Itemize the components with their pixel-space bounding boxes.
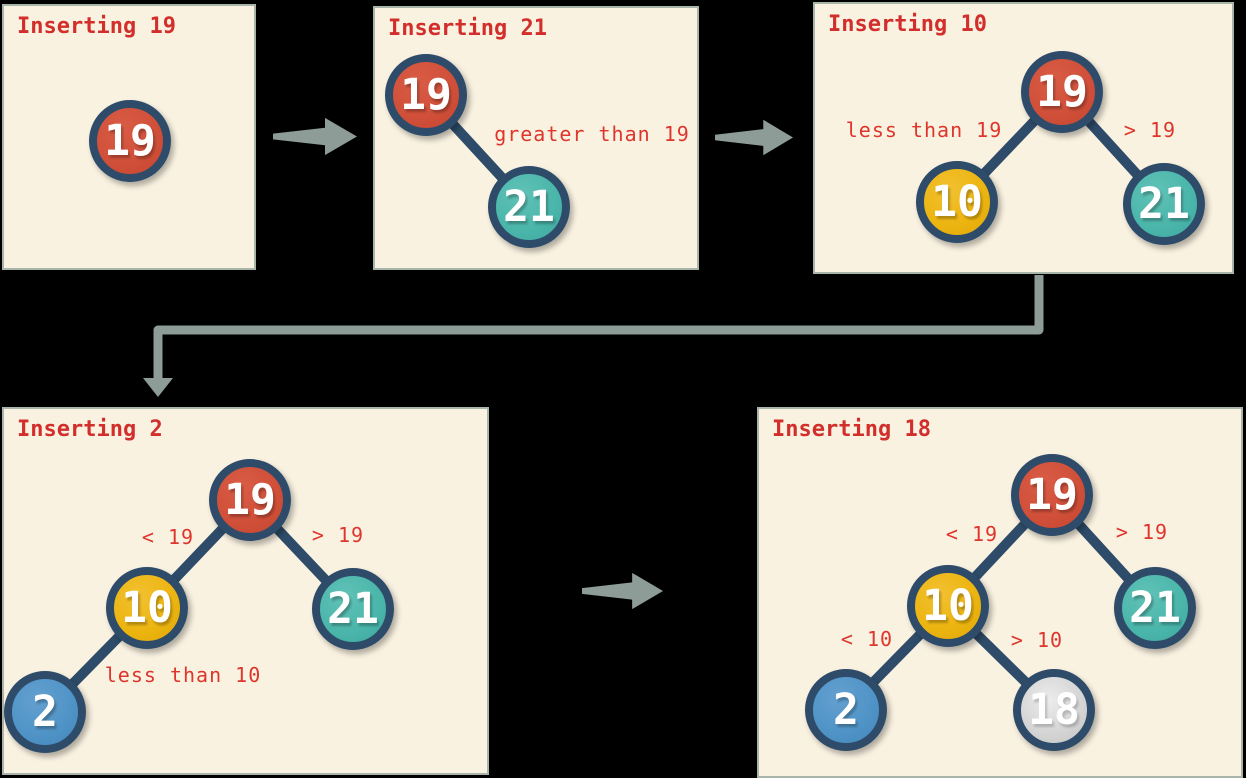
edge-label: less than 19 <box>845 118 1003 142</box>
tree-node-2: 2 <box>4 671 86 753</box>
edge-label: > 19 <box>1115 520 1169 544</box>
panel-inserting-10: Inserting 10 19 10 21 less than 19 > 19 <box>813 2 1234 274</box>
edge-label: less than 10 <box>104 663 262 687</box>
edge-label: < 19 <box>141 525 195 549</box>
block-arrow-right-icon <box>582 572 663 610</box>
tree-node-value: 19 <box>400 69 452 120</box>
tree-node-19: 19 <box>89 100 171 182</box>
edge-label: > 19 <box>1123 118 1177 142</box>
tree-node-21: 21 <box>488 166 570 248</box>
tree-node-21: 21 <box>1123 163 1205 245</box>
tree-node-value: 10 <box>121 582 173 633</box>
edge-label: > 10 <box>1010 628 1064 652</box>
tree-node-value: 18 <box>1028 684 1080 735</box>
panel-title: Inserting 18 <box>772 417 931 442</box>
tree-node-21: 21 <box>1114 567 1196 649</box>
tree-node-10: 10 <box>907 565 989 647</box>
tree-node-value: 21 <box>1129 582 1181 633</box>
tree-node-2: 2 <box>805 669 887 751</box>
panel-inserting-2: Inserting 2 19 10 21 2 < 19 > 19 less th… <box>2 407 489 775</box>
tree-node-18: 18 <box>1013 669 1095 751</box>
tree-node-value: 10 <box>931 176 983 227</box>
tree-node-19: 19 <box>1021 51 1103 133</box>
panel-title: Inserting 10 <box>828 12 987 37</box>
panel-inserting-18: Inserting 18 19 10 21 2 18 < 19 > 19 < 1… <box>757 407 1243 778</box>
block-arrow-right-icon <box>273 117 357 156</box>
tree-node-value: 19 <box>104 115 156 166</box>
tree-node-value: 2 <box>833 684 859 735</box>
tree-node-value: 10 <box>922 580 974 631</box>
edge-label: greater than 19 <box>494 122 690 146</box>
tree-node-19: 19 <box>1011 454 1093 536</box>
tree-node-10: 10 <box>916 161 998 243</box>
tree-node-value: 19 <box>1036 66 1088 117</box>
tree-node-value: 2 <box>32 686 58 737</box>
edge-label: < 19 <box>945 522 999 546</box>
block-arrow-right-icon <box>715 119 793 156</box>
tree-node-value: 19 <box>1026 469 1078 520</box>
panel-title: Inserting 19 <box>17 14 176 39</box>
tree-node-value: 21 <box>503 181 555 232</box>
edge-label: < 10 <box>840 627 894 651</box>
tree-node-19: 19 <box>209 459 291 541</box>
panel-inserting-19: Inserting 19 19 <box>2 4 256 270</box>
tree-node-value: 21 <box>327 583 379 634</box>
tree-node-10: 10 <box>106 567 188 649</box>
tree-node-19: 19 <box>385 54 467 136</box>
panel-title: Inserting 2 <box>17 417 163 442</box>
edge-label: > 19 <box>311 523 365 547</box>
panel-title: Inserting 21 <box>388 16 547 41</box>
tree-node-value: 19 <box>224 474 276 525</box>
tree-node-value: 21 <box>1138 178 1190 229</box>
panel-inserting-21: Inserting 21 19 21 greater than 19 <box>373 6 699 270</box>
tree-node-21: 21 <box>312 568 394 650</box>
